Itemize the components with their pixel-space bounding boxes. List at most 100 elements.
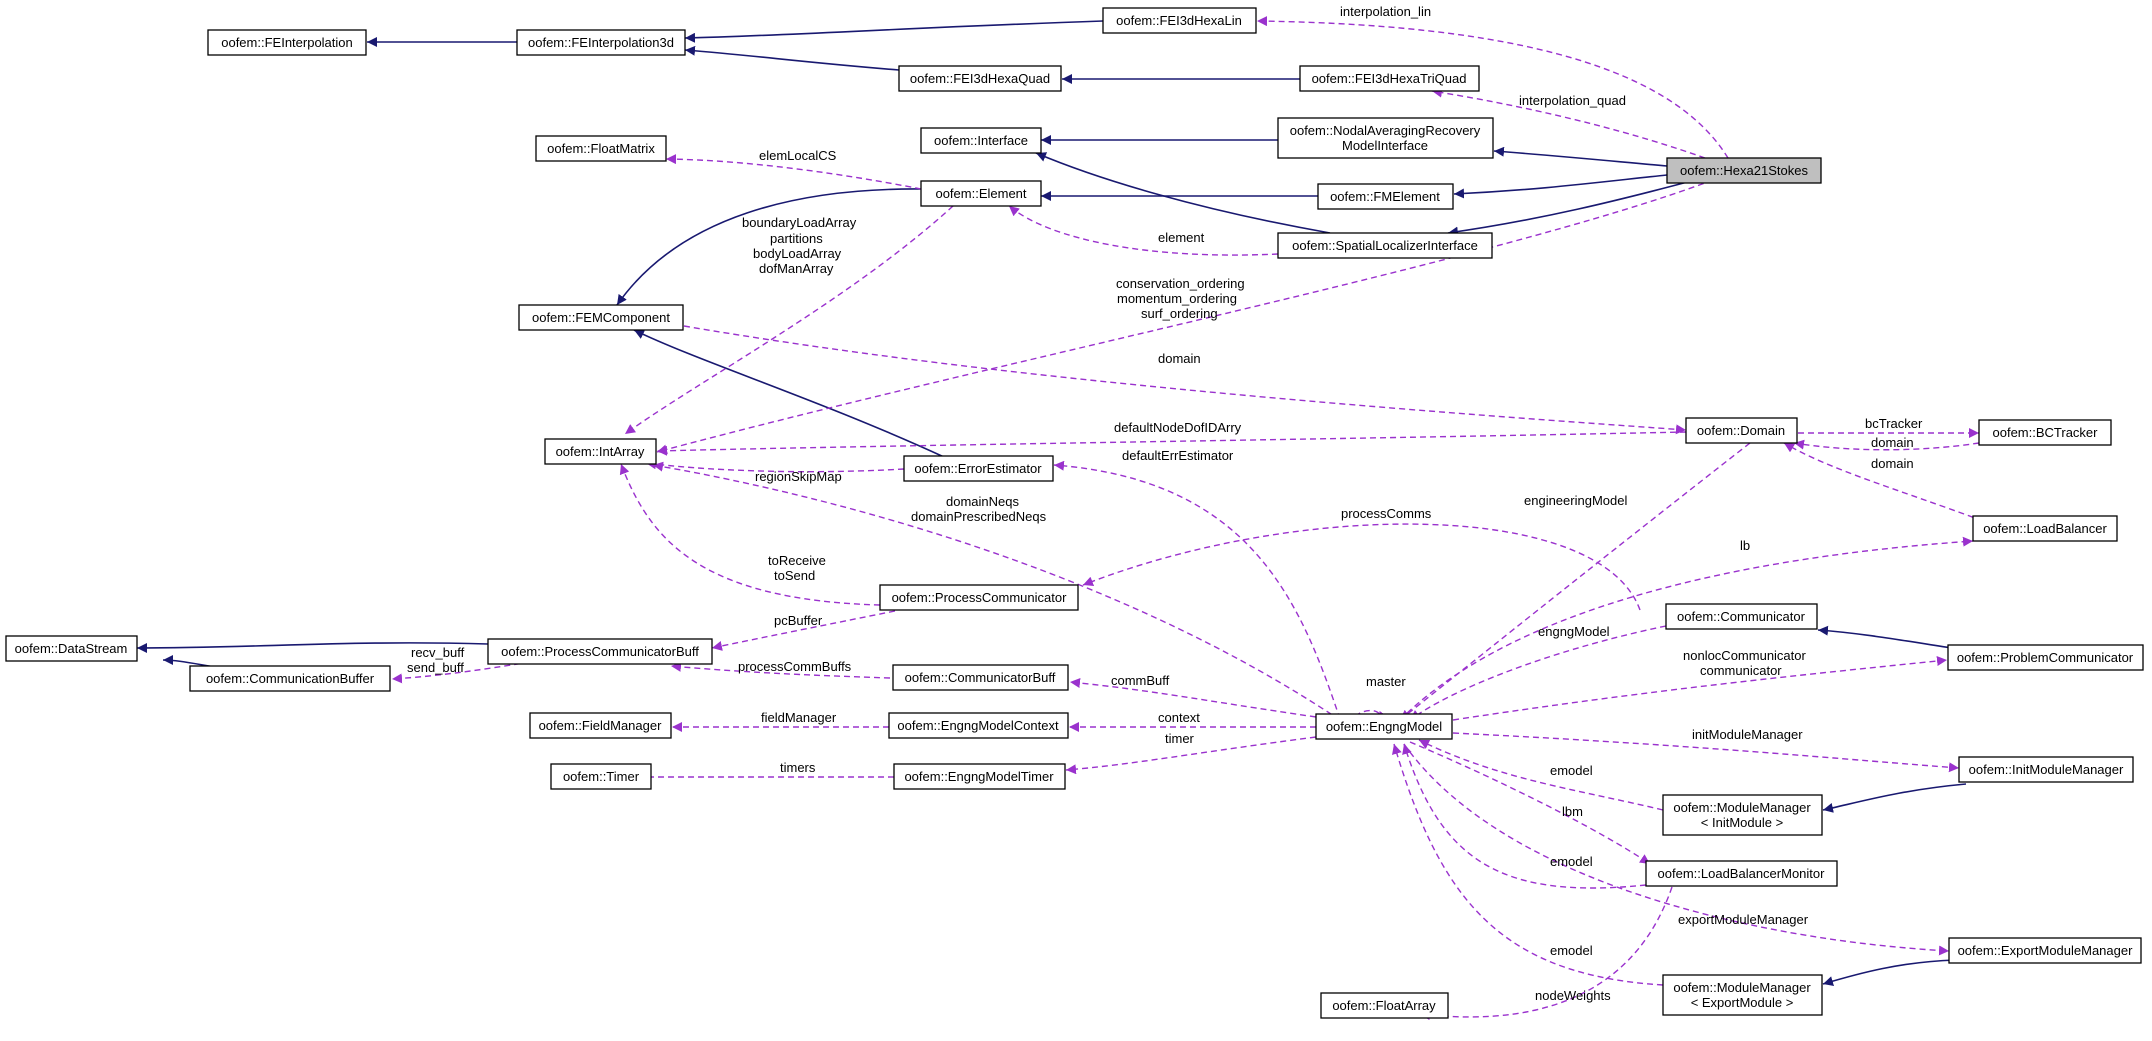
label-surf-ordering: surf_ordering (1141, 306, 1218, 321)
node-label: oofem::LoadBalancer (1983, 521, 2107, 536)
node-label: oofem::EngngModel (1326, 719, 1442, 734)
node-loadbalancermonitor[interactable]: oofem::LoadBalancerMonitor (1645, 860, 1838, 887)
node-initmodulemanager[interactable]: oofem::InitModuleManager (1958, 756, 2134, 783)
node-label: oofem::ModuleManager (1673, 980, 1811, 995)
node-label: oofem::FloatMatrix (547, 141, 655, 156)
label-partitions: partitions (770, 231, 823, 246)
label-domain-bc: domain (1871, 435, 1914, 450)
edge-recv-send-buff (391, 661, 531, 684)
usage-edges (391, 16, 1984, 1021)
node-domain[interactable]: oofem::Domain (1685, 417, 1798, 444)
label-emodel-3: emodel (1550, 943, 1593, 958)
node-box (1315, 713, 1453, 740)
node-box (1978, 419, 2112, 446)
node-problemcommunicator[interactable]: oofem::ProblemCommunicator (1947, 644, 2144, 671)
edge-defaulterrestimator (1053, 460, 1341, 720)
node-fei3dhexaquad[interactable]: oofem::FEI3dHexaQuad (898, 65, 1062, 92)
node-label: oofem::SpatialLocalizerInterface (1292, 238, 1478, 253)
label-exportmodulemanager: exportModuleManager (1678, 912, 1809, 927)
edge-defaultnodedofidarry (656, 431, 1687, 456)
edge-exportmodulemanager (1403, 743, 1950, 956)
node-feinterpolation[interactable]: oofem::FEInterpolation (207, 29, 367, 56)
node-box (1662, 974, 1823, 1016)
node-label: oofem::Timer (563, 769, 640, 784)
label-bctracker: bcTracker (1865, 416, 1923, 431)
label-emodel-2: emodel (1550, 854, 1593, 869)
node-feinterpolation3d[interactable]: oofem::FEInterpolation3d (516, 29, 686, 56)
label-defaultnodedofidarry: defaultNodeDofIDArry (1114, 420, 1242, 435)
node-modulemanager-exportmodule[interactable]: oofem::ModuleManager < ExportModule > (1662, 974, 1823, 1016)
edge-spatial-to-interface (1035, 152, 1331, 234)
label-domainneqs: domainNeqs (946, 494, 1019, 509)
node-box (1662, 794, 1823, 836)
node-communicator[interactable]: oofem::Communicator (1665, 603, 1818, 630)
label-context: context (1158, 710, 1200, 725)
node-label: oofem::NodalAveragingRecovery (1290, 123, 1481, 138)
label-toreceive: toReceive (768, 553, 826, 568)
node-floatarray[interactable]: oofem::FloatArray (1320, 992, 1449, 1019)
label-momentum-ordering: momentum_ordering (1117, 291, 1237, 306)
node-label: oofem::Communicator (1677, 609, 1806, 624)
node-label: oofem::ExportModuleManager (1958, 943, 2134, 958)
label-recv-buff: recv_buff (411, 645, 465, 660)
node-label: oofem::Interface (934, 133, 1028, 148)
node-box (1277, 232, 1493, 259)
node-engngmodeltimer[interactable]: oofem::EngngModelTimer (893, 763, 1066, 790)
node-label: < InitModule > (1701, 815, 1783, 830)
label-nonloccommunicator: nonlocCommunicator (1683, 648, 1807, 663)
node-bctracker[interactable]: oofem::BCTracker (1978, 419, 2112, 446)
node-box (535, 135, 667, 162)
edge-master (1349, 709, 1388, 736)
node-processcommunicator[interactable]: oofem::ProcessCommunicator (879, 584, 1079, 611)
label-master: master (1366, 674, 1406, 689)
node-label: oofem::FEI3dHexaTriQuad (1312, 71, 1467, 86)
node-label: oofem::BCTracker (1993, 425, 2099, 440)
node-modulemanager-initmodule[interactable]: oofem::ModuleManager < InitModule > (1662, 794, 1823, 836)
node-exportmodulemanager[interactable]: oofem::ExportModuleManager (1948, 937, 2142, 964)
node-box (1277, 117, 1494, 159)
node-box (898, 65, 1062, 92)
edge-engngmodel (1409, 625, 1667, 721)
label-conservation-ordering: conservation_ordering (1116, 276, 1245, 291)
label-initmodulemanager: initModuleManager (1692, 727, 1803, 742)
node-fieldmanager[interactable]: oofem::FieldManager (529, 712, 672, 739)
node-element[interactable]: oofem::Element (920, 180, 1042, 207)
node-intarray[interactable]: oofem::IntArray (544, 438, 657, 465)
node-processcommunicatorbuff[interactable]: oofem::ProcessCommunicatorBuff (487, 638, 713, 665)
node-box (879, 584, 1079, 611)
node-errorestimator[interactable]: oofem::ErrorEstimator (903, 455, 1054, 482)
label-interpolation-quad: interpolation_quad (1519, 93, 1626, 108)
node-femcomponent[interactable]: oofem::FEMComponent (518, 304, 684, 331)
edge-lbm (1409, 741, 1651, 865)
node-interface[interactable]: oofem::Interface (920, 127, 1042, 154)
label-send-buff: send_buff (407, 660, 464, 675)
node-floatmatrix[interactable]: oofem::FloatMatrix (535, 135, 667, 162)
node-timer[interactable]: oofem::Timer (550, 763, 652, 790)
node-engngmodelcontext[interactable]: oofem::EngngModelContext (888, 712, 1069, 739)
node-spatiallocalizerinterface[interactable]: oofem::SpatialLocalizerInterface (1277, 232, 1493, 259)
node-box (920, 180, 1042, 207)
node-hexa21stokes[interactable]: oofem::Hexa21Stokes (1666, 157, 1822, 184)
node-label: oofem::Domain (1697, 423, 1785, 438)
edge-engineeringmodel (1399, 442, 1751, 721)
node-fei3dhexalin[interactable]: oofem::FEI3dHexaLin (1102, 7, 1257, 34)
edge-emodel-1 (1418, 739, 1664, 811)
edge-orderings-to-intarray (656, 179, 1714, 455)
node-fmelement[interactable]: oofem::FMElement (1317, 183, 1454, 210)
node-nodalaveragingrecovery[interactable]: oofem::NodalAveragingRecovery ModelInter… (1277, 117, 1494, 159)
node-datastream[interactable]: oofem::DataStream (5, 635, 138, 662)
edge-pcbuff-to-datastream (136, 642, 489, 653)
node-communicationbuffer[interactable]: oofem::CommunicationBuffer (189, 665, 391, 692)
node-loadbalancer[interactable]: oofem::LoadBalancer (1972, 515, 2118, 542)
node-fei3dhexatriquad[interactable]: oofem::FEI3dHexaTriQuad (1299, 65, 1480, 92)
edge-regionskipmap (645, 459, 905, 473)
node-label: oofem::FieldManager (539, 718, 663, 733)
node-engngmodel[interactable]: oofem::EngngModel (1315, 713, 1453, 740)
node-communicatorbuff[interactable]: oofem::CommunicatorBuff (892, 664, 1069, 691)
label-engineeringmodel: engineeringModel (1524, 493, 1627, 508)
edge-mmexport-to-exportmm (1822, 959, 1956, 986)
label-engngmodel: engngModel (1538, 624, 1610, 639)
node-box (893, 763, 1066, 790)
node-label: oofem::DataStream (15, 641, 128, 656)
node-label: oofem::FEInterpolation (221, 35, 353, 50)
